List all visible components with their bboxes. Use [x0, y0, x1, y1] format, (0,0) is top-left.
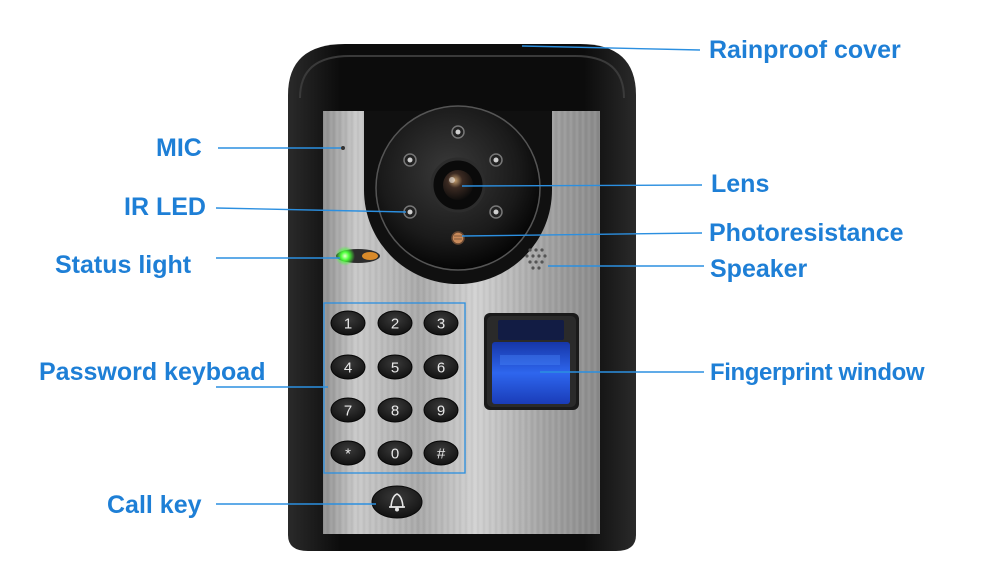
- keypad-key[interactable]: 5: [377, 354, 413, 380]
- leader-lines: [215, 45, 704, 505]
- keypad-outline: [323, 302, 466, 474]
- keypad-key-label: 2: [391, 316, 399, 333]
- keypad-key-label: 1: [344, 316, 352, 333]
- leader-ir-led: [215, 207, 407, 213]
- label-fingerprint-window: Fingerprint window: [710, 359, 925, 386]
- keypad-key[interactable]: 1: [330, 310, 366, 336]
- keypad-key[interactable]: 9: [423, 397, 459, 423]
- keypad-key-label: *: [345, 446, 351, 463]
- keypad-key-label: 9: [437, 403, 445, 420]
- leader-rainproof-cover: [521, 45, 701, 51]
- label-call-key: Call key: [107, 491, 202, 519]
- label-password-keyboard: Password keyboad: [39, 358, 266, 386]
- bell-icon: [389, 493, 405, 512]
- speaker-grille: [525, 248, 547, 270]
- mic-hole: [341, 146, 345, 150]
- keypad-key[interactable]: 7: [330, 397, 366, 423]
- ir-led: [403, 153, 417, 167]
- leader-photoresistance: [461, 232, 703, 237]
- ir-led-ring: [403, 125, 503, 219]
- label-mic: MIC: [156, 134, 202, 162]
- photoresistor: [451, 231, 465, 245]
- call-key[interactable]: [371, 485, 423, 519]
- ir-led: [489, 153, 503, 167]
- keypad-key[interactable]: 8: [377, 397, 413, 423]
- keypad-key-label: 8: [391, 403, 399, 420]
- keypad-key-label: 3: [437, 316, 445, 333]
- label-ir-led: IR LED: [124, 193, 206, 221]
- label-status-light: Status light: [55, 251, 192, 279]
- keypad-key-label: 7: [344, 403, 352, 420]
- leader-lens: [461, 184, 703, 187]
- label-speaker: Speaker: [710, 255, 808, 283]
- keypad-key[interactable]: 6: [423, 354, 459, 380]
- label-rainproof-cover: Rainproof cover: [709, 36, 901, 64]
- status-light: [335, 246, 380, 266]
- keypad-key[interactable]: 4: [330, 354, 366, 380]
- ir-led: [451, 125, 465, 139]
- keypad-key-label: 0: [391, 446, 399, 463]
- keypad-key-label: #: [437, 446, 446, 463]
- keypad-key[interactable]: *: [330, 440, 366, 466]
- keypad-key[interactable]: 0: [377, 440, 413, 466]
- label-lens: Lens: [711, 170, 770, 198]
- keypad-key[interactable]: #: [423, 440, 459, 466]
- fingerprint-window[interactable]: [492, 342, 570, 404]
- keypad-key[interactable]: 2: [377, 310, 413, 336]
- keypad-key-label: 5: [391, 360, 399, 377]
- label-photoresistance: Photoresistance: [709, 219, 904, 247]
- fingerprint-module: [484, 313, 579, 410]
- keypad-key-label: 6: [437, 360, 445, 377]
- keypad-key[interactable]: 3: [423, 310, 459, 336]
- keypad-key-label: 4: [344, 360, 352, 377]
- password-keypad: 1 2 3 4 5 6 7 8 9 * 0 #: [330, 310, 459, 466]
- camera-lens: [430, 157, 486, 213]
- ir-led: [489, 205, 503, 219]
